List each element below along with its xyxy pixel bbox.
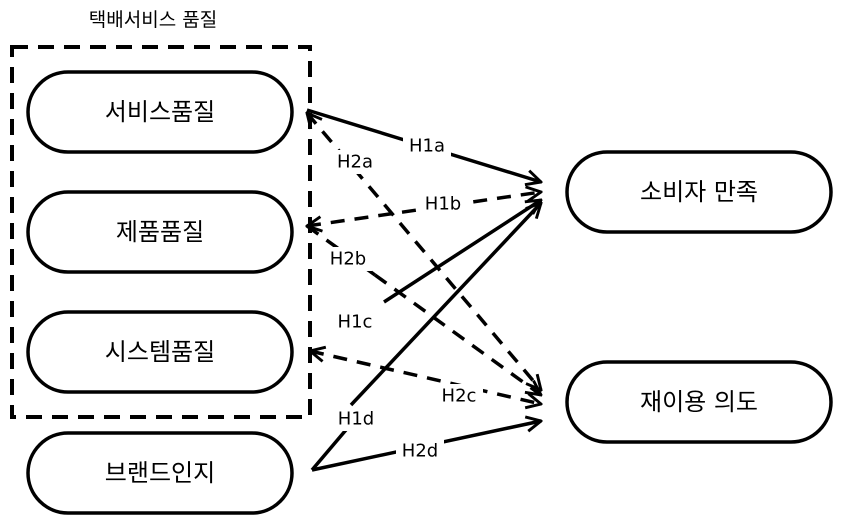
edge-label-bg — [403, 134, 451, 158]
node-system-quality: 시스템품질 — [26, 310, 294, 394]
node-label: 시스템품질 — [105, 338, 215, 366]
node-product-quality: 제품품질 — [26, 190, 294, 274]
edge-label-bg — [331, 310, 379, 334]
node-shape — [565, 360, 833, 444]
edge-H2b-tail — [305, 224, 377, 277]
node-service-quality: 서비스품질 — [26, 70, 294, 154]
edge-label-bg — [396, 439, 444, 463]
node-label: 서비스품질 — [105, 98, 215, 126]
node-label: 소비자 만족 — [640, 178, 758, 206]
edge-label-bg — [332, 407, 380, 431]
edge-H1d-tail — [310, 422, 353, 472]
node-repurchase-intention: 재이용 의도 — [565, 360, 833, 444]
edge-label-H1b: H1b — [425, 194, 461, 215]
edge-H2c — [310, 351, 541, 404]
edge-label-H2d: H2d — [402, 441, 438, 462]
node-shape — [26, 431, 294, 515]
node-shape — [26, 70, 294, 154]
edge-label-bg — [435, 384, 483, 408]
node-label: 브랜드인지 — [105, 459, 215, 487]
node-label: 제품품질 — [116, 218, 204, 246]
edge-label-H1d: H1d — [338, 409, 374, 430]
node-brand-awareness: 브랜드인지 — [26, 431, 294, 515]
node-consumer-satisfaction: 소비자 만족 — [565, 150, 833, 234]
node-shape — [26, 190, 294, 274]
node-shape — [26, 310, 294, 394]
group-label: 택배서비스 품질 — [89, 9, 217, 31]
edge-label-H1a: H1a — [409, 136, 445, 157]
edge-label-H1c: H1c — [338, 312, 373, 333]
edge-label-bg — [419, 192, 467, 216]
node-label: 재이용 의도 — [640, 388, 758, 416]
edge-label-H2a: H2a — [337, 152, 373, 173]
edge-label-H2b: H2b — [330, 249, 366, 270]
edge-label-H2c: H2c — [442, 386, 477, 407]
edge-label-bg — [331, 150, 379, 174]
edge-label-bg — [324, 247, 372, 271]
node-shape — [565, 150, 833, 234]
